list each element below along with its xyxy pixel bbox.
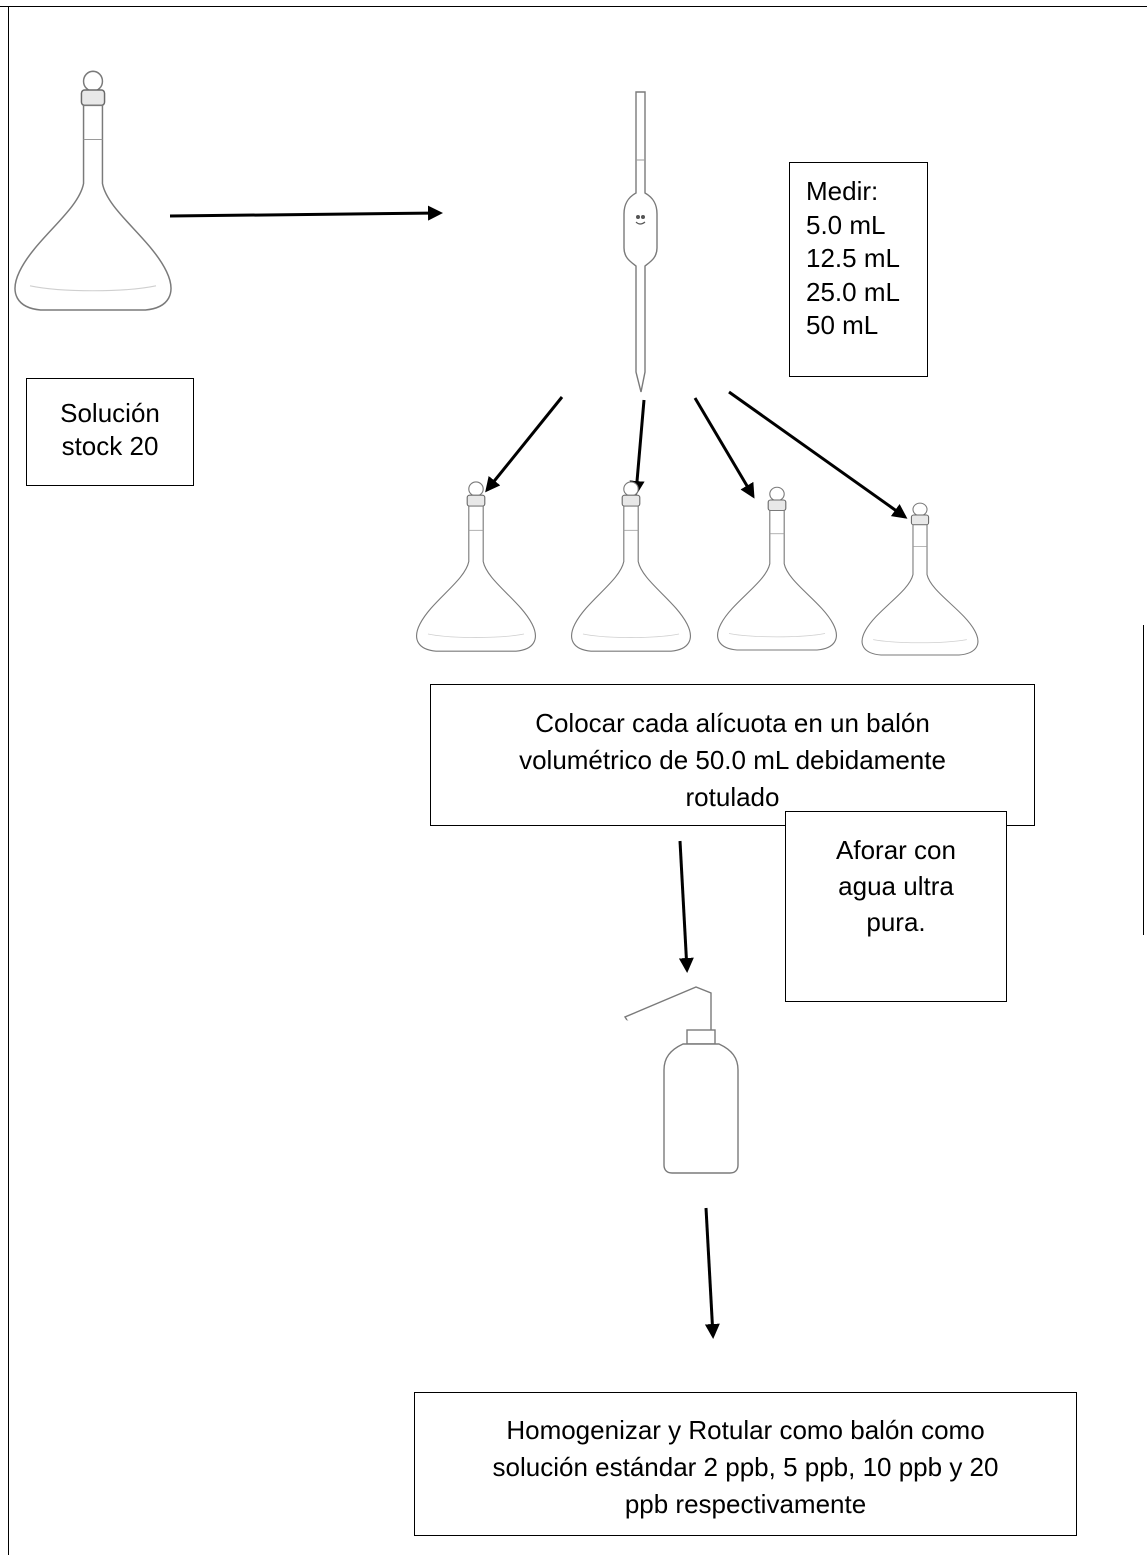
arrow-to-flask-2 bbox=[629, 399, 646, 496]
transfer-step-line: rotulado bbox=[685, 782, 780, 812]
measure-volume: 12.5 mL bbox=[806, 243, 900, 273]
page-border-left bbox=[8, 6, 9, 1555]
volumetric-flask-icon bbox=[571, 481, 691, 652]
stock-label-line: stock 20 bbox=[61, 431, 159, 461]
measure-volume: 5.0 mL bbox=[806, 209, 886, 240]
stock-label-line: Solución bbox=[60, 398, 160, 428]
measure-volume: 25.0 mL bbox=[806, 276, 900, 307]
measure-volumes-label: Medir: 5.0 mL 12.5 mL 25.0 mL 50 mL bbox=[789, 162, 928, 377]
volumetric-flask-icon bbox=[416, 481, 536, 652]
transfer-step-line: volumétrico de 50.0 mL debidamente bbox=[519, 745, 946, 775]
page-border-right-fragment bbox=[1143, 625, 1144, 935]
final-step-line: ppb respectivamente bbox=[624, 1489, 867, 1519]
measure-heading: Medir: bbox=[806, 176, 879, 206]
arrow-to-final-step bbox=[704, 1207, 720, 1339]
arrow-to-flask-4 bbox=[728, 390, 908, 519]
arrow-to-flask-3 bbox=[693, 397, 755, 499]
volumetric-pipette-icon bbox=[623, 91, 658, 393]
fill-step-line: agua ultra bbox=[838, 871, 954, 901]
arrow-to-flask-1 bbox=[485, 396, 564, 493]
fill-step-line: pura. bbox=[866, 907, 926, 937]
volumetric-flask-icon bbox=[717, 486, 837, 651]
final-step-line: solución estándar 2 ppb, 5 ppb, 10 ppb y… bbox=[492, 1452, 999, 1482]
fill-step-box: Aforar con agua ultra pura. bbox=[785, 811, 1007, 1002]
page-border-top bbox=[0, 6, 1147, 7]
fill-step-line: Aforar con bbox=[836, 835, 956, 865]
measure-volume: 50 mL bbox=[806, 310, 879, 340]
arrow-stock-to-pipette bbox=[169, 205, 443, 221]
stock-flask-icon bbox=[14, 70, 172, 311]
arrow-to-wash-bottle bbox=[678, 840, 694, 973]
transfer-step-box: Colocar cada alícuota en un balón volumé… bbox=[430, 684, 1035, 826]
wash-bottle-icon bbox=[623, 986, 739, 1174]
final-step-box: Homogenizar y Rotular como balón como so… bbox=[414, 1392, 1077, 1536]
transfer-step-line: Colocar cada alícuota en un balón bbox=[535, 708, 930, 738]
stock-solution-label: Solución stock 20 bbox=[26, 378, 194, 486]
final-step-line: Homogenizar y Rotular como balón como bbox=[506, 1415, 985, 1445]
volumetric-flask-icon bbox=[861, 502, 979, 656]
